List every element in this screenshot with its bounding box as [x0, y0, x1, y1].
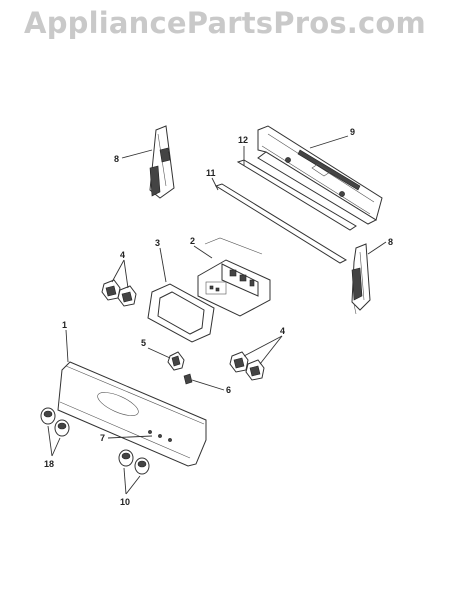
- part-11-trim-strip: [214, 183, 348, 264]
- part-4-buttons-left: [101, 279, 137, 307]
- part-3-display-bezel: [147, 283, 215, 343]
- callout-10: 10: [120, 497, 130, 507]
- part-1-control-panel: [57, 361, 207, 467]
- callout-8-left: 8: [114, 154, 119, 164]
- callout-9: 9: [350, 127, 355, 137]
- part-2-control-board: [197, 237, 271, 317]
- part-4-buttons-right: [229, 351, 265, 381]
- leader-lines: [47, 135, 387, 495]
- part-8-right-end-cap: [351, 243, 371, 315]
- part-12-strip: [236, 159, 357, 231]
- callout-18: 18: [44, 459, 54, 469]
- callout-3: 3: [155, 238, 160, 248]
- callout-12: 12: [238, 135, 248, 145]
- part-8-left-end-cap: [149, 125, 175, 199]
- callout-4-left: 4: [120, 250, 125, 260]
- callout-6: 6: [226, 385, 231, 395]
- callout-5: 5: [141, 338, 146, 348]
- callout-1: 1: [62, 320, 67, 330]
- callout-7: 7: [100, 433, 105, 443]
- callout-4-right: 4: [280, 326, 285, 336]
- part-18-knobs: [40, 407, 70, 437]
- part-10-knobs: [118, 449, 150, 475]
- callout-2: 2: [190, 236, 195, 246]
- callout-labels: 8 9 12 11 2 3 4 8 4 5 6 1 7 18 10: [44, 127, 393, 507]
- watermark: AppliancePartsPros.com: [24, 6, 426, 40]
- part-9-control-housing: [257, 125, 383, 225]
- callout-8-right: 8: [388, 237, 393, 247]
- part-6-clip: [183, 373, 193, 385]
- callout-11: 11: [206, 168, 216, 178]
- part-5-clip: [167, 351, 185, 371]
